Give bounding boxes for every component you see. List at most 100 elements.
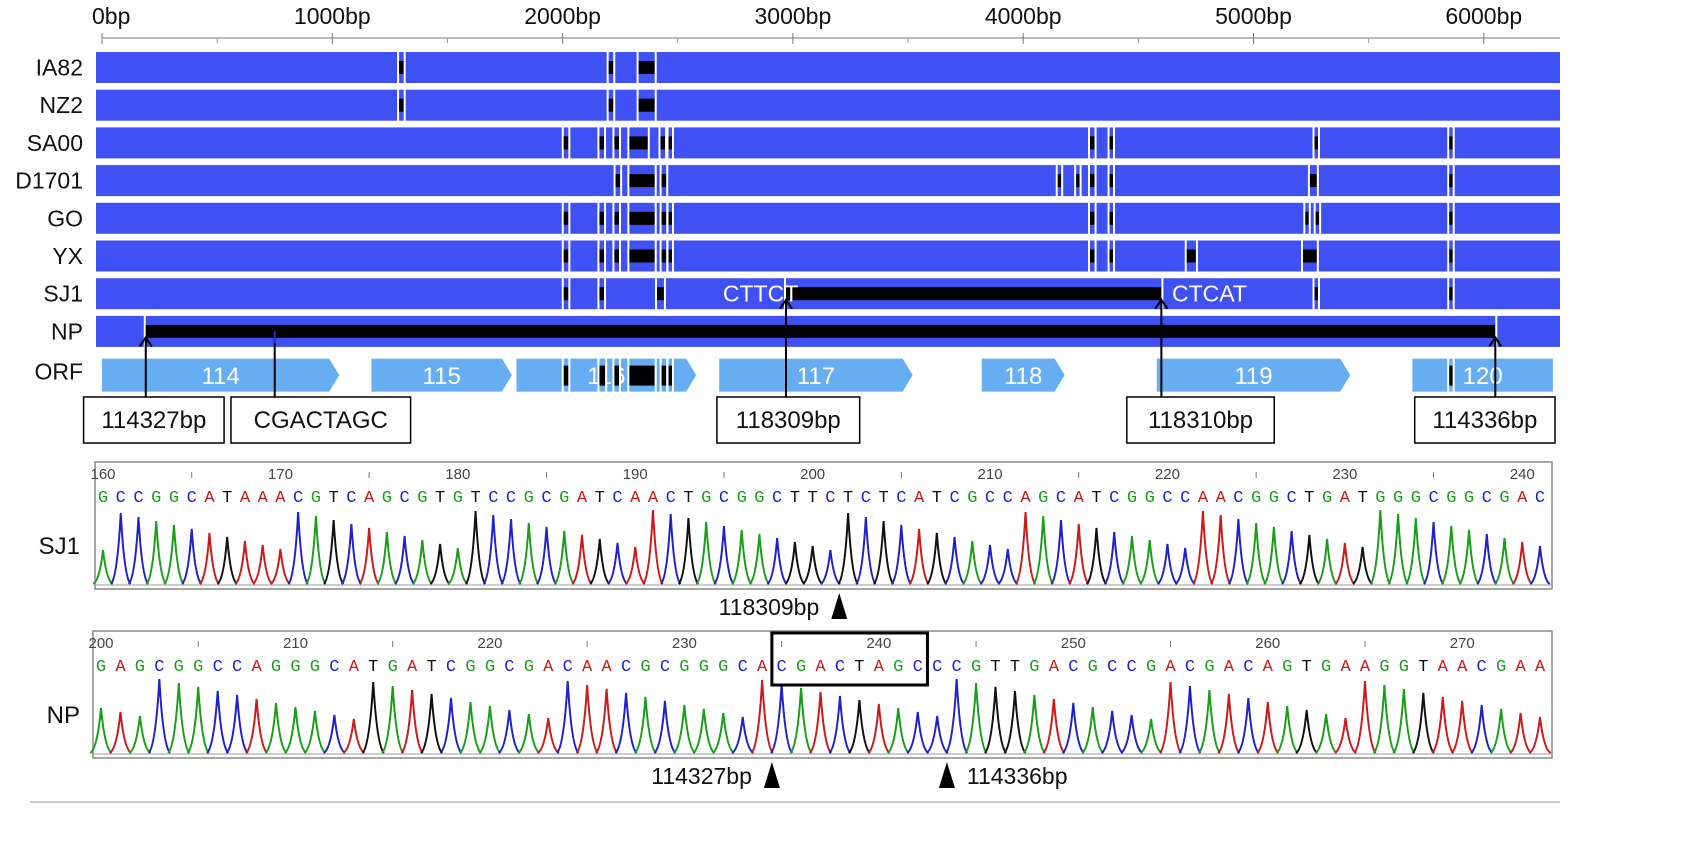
trace-peak: [731, 716, 755, 754]
base-call: C: [932, 658, 942, 677]
position-marker-triangle: [831, 593, 848, 619]
base-call: G: [135, 658, 145, 677]
base-call: C: [187, 489, 197, 508]
base-call: G: [1088, 658, 1098, 677]
base-call: C: [612, 489, 622, 508]
base-call: C: [399, 489, 409, 508]
trace-peak: [614, 692, 638, 754]
gap-edge: [1061, 164, 1064, 198]
orf-gap-edge: [568, 357, 571, 393]
position-label: 240: [1510, 466, 1535, 483]
trace-peak: [589, 538, 611, 585]
gap-block: [660, 136, 666, 150]
base-call: G: [382, 489, 392, 508]
base-call: G: [485, 658, 495, 677]
gap-edge: [658, 126, 661, 160]
trace-peak: [642, 509, 664, 585]
base-call: G: [699, 658, 709, 677]
orf-gap-edge: [605, 357, 608, 393]
gap-block: [1314, 287, 1318, 301]
gap-block: [1109, 211, 1114, 225]
gap-edge: [1301, 239, 1304, 273]
gap-block: [785, 287, 1162, 301]
trace-peak: [1509, 712, 1532, 754]
trace-peak: [110, 512, 132, 585]
gap-block: [661, 211, 667, 225]
base-call: A: [1457, 658, 1468, 677]
track-label: SJ1: [43, 281, 83, 307]
base-call: C: [1243, 658, 1253, 677]
trace-peak: [692, 708, 716, 754]
base-call: T: [470, 489, 480, 508]
gap-edge: [1317, 126, 1320, 160]
orf-gap-edge: [654, 357, 657, 393]
base-call: T: [843, 489, 853, 508]
base-call: A: [1216, 489, 1227, 508]
trace-peak: [1050, 519, 1072, 585]
trace-peak: [1470, 704, 1494, 754]
trace-peak: [1489, 708, 1513, 754]
track-bar: [96, 240, 1560, 272]
gap-edge: [1447, 126, 1450, 160]
trace-peak: [809, 691, 832, 754]
trace-peak: [323, 714, 346, 754]
trace-peak: [1003, 690, 1027, 754]
orf-track-label: ORF: [34, 359, 83, 385]
trace-peak: [890, 524, 912, 585]
trace-peak: [748, 533, 770, 585]
gap-edge: [654, 51, 657, 84]
gap-edge: [620, 164, 623, 198]
base-call: A: [115, 658, 126, 677]
trace-peak: [1100, 710, 1124, 754]
trace-peak: [89, 707, 113, 754]
trace-peak: [766, 537, 788, 585]
base-call: G: [1464, 489, 1474, 508]
base-call: C: [1107, 658, 1117, 677]
trace-peak: [482, 514, 504, 585]
base-call: T: [368, 658, 378, 677]
orf-gap-block: [599, 365, 606, 386]
base-call: G: [271, 658, 281, 677]
orf-gap-block: [661, 365, 667, 386]
track-annotation: CTCAT: [1172, 281, 1247, 307]
trace-peak: [186, 686, 210, 754]
gap-edge: [1495, 314, 1498, 348]
trace-peak: [167, 682, 191, 754]
callout-label: 118309bp: [736, 407, 841, 434]
base-call: G: [417, 489, 427, 508]
orf-gap-edge: [597, 357, 600, 393]
base-call: G: [1038, 489, 1048, 508]
gap-edge: [597, 201, 600, 235]
position-label: 220: [1155, 466, 1180, 483]
gap-edge: [671, 239, 674, 273]
callout-box: [230, 396, 412, 444]
trace-peak: [1192, 510, 1214, 585]
base-call: T: [878, 489, 888, 508]
base-call: A: [349, 658, 360, 677]
position-label: 250: [1061, 635, 1086, 652]
base-call: T: [222, 489, 232, 508]
base-call: C: [949, 489, 959, 508]
gap-block: [563, 287, 569, 301]
trace-peak: [1411, 692, 1435, 754]
base-call: C: [563, 658, 573, 677]
orf-gap-block: [614, 365, 620, 386]
base-call: G: [1145, 489, 1155, 508]
base-call: G: [151, 489, 161, 508]
orf-gene-label: 118: [1004, 363, 1042, 390]
gap-block: [1449, 174, 1453, 188]
orf-gene-arrow: [102, 358, 340, 392]
gap-edge: [654, 88, 657, 122]
gap-edge: [1161, 277, 1164, 311]
base-call: A: [204, 489, 215, 508]
track-bar: [96, 165, 1560, 197]
trace-peak: [1387, 513, 1409, 585]
gap-edge: [619, 201, 622, 235]
orf-gap-edge: [659, 357, 662, 393]
base-call: C: [861, 489, 871, 508]
orf-gene-arrow: [1156, 358, 1351, 392]
gap-block: [599, 287, 605, 301]
gap-edge: [561, 201, 564, 235]
gap-block: [615, 174, 621, 188]
base-call: C: [488, 489, 498, 508]
